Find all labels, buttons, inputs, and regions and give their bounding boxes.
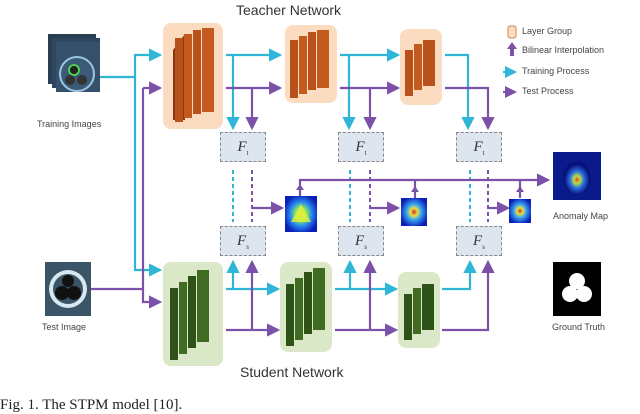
ground-truth-label: Ground Truth xyxy=(552,322,606,332)
anomaly-map-level-3 xyxy=(509,199,531,223)
student-layer-group-2 xyxy=(280,262,332,352)
legend-layer-group: Layer Group xyxy=(522,26,573,36)
legend-test-process: Test Process xyxy=(522,86,574,96)
training-images-label: Training Images xyxy=(37,119,102,129)
training-loss-links xyxy=(232,170,471,222)
bilinear-interpolation-arrows xyxy=(296,184,524,192)
student-layer-group-3 xyxy=(398,272,440,348)
anomaly-map-level-2 xyxy=(401,198,427,226)
student-layer-group-1 xyxy=(163,262,223,366)
test-process-flow xyxy=(91,81,551,337)
teacher-layer-group-3 xyxy=(400,29,442,105)
legend-icons xyxy=(503,25,517,98)
teacher-feature-box-3: Ft xyxy=(456,132,502,162)
teacher-layer-group-2 xyxy=(285,25,337,103)
student-feature-box-2: Fs xyxy=(338,226,384,256)
ground-truth-image xyxy=(553,262,601,316)
training-process-flow xyxy=(100,48,477,296)
test-image-icon xyxy=(45,262,91,316)
teacher-feature-box-2: Ft xyxy=(338,132,384,162)
test-loss-links xyxy=(251,170,489,222)
anomaly-map-level-1 xyxy=(285,196,317,232)
anomaly-map-output xyxy=(553,152,601,200)
legend-bilinear-interpolation: Bilinear Interpolation xyxy=(522,45,605,55)
teacher-network-title: Teacher Network xyxy=(236,2,342,18)
training-images-icon xyxy=(48,34,100,92)
anomaly-map-label: Anomaly Map xyxy=(553,211,609,221)
student-feature-box-3: Fs xyxy=(456,226,502,256)
student-feature-box-1: Fs xyxy=(220,226,266,256)
figure-caption: Fig. 1. The STPM model [10]. xyxy=(0,397,183,413)
student-network-title: Student Network xyxy=(240,364,344,380)
teacher-feature-box-1: Ft xyxy=(220,132,266,162)
teacher-layer-group-1 xyxy=(163,23,223,129)
test-image-label: Test Image xyxy=(42,322,87,332)
legend-training-process: Training Process xyxy=(522,66,590,76)
